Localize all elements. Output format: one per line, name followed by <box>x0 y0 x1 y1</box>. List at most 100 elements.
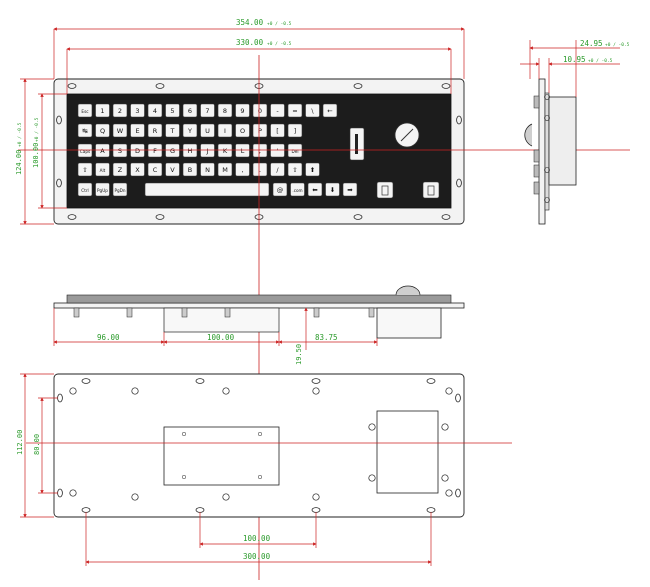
key-space-bar <box>144 182 270 197</box>
key-label: J <box>206 147 209 155</box>
key-label: 2 <box>118 107 122 115</box>
key-label: U <box>205 127 210 135</box>
key-label: ] <box>294 127 297 135</box>
key-label: B <box>188 166 192 174</box>
key-label: ⇧ <box>82 166 87 174</box>
back-view: 112.00 80.00 100.00 300.00 <box>16 373 512 566</box>
key-label: F <box>153 147 157 155</box>
key-cap <box>165 123 180 138</box>
key-cap <box>182 103 198 118</box>
dim-back-overall-height: 112.00 <box>16 430 24 455</box>
key-label: G <box>170 147 175 155</box>
key-label: Caps <box>80 149 90 154</box>
top-housing-box <box>163 307 280 333</box>
key-cap <box>165 162 180 177</box>
side-housing <box>548 96 577 186</box>
key-cap <box>252 162 268 177</box>
dim-depth-front: 10.95 <box>563 55 586 64</box>
key-cap <box>112 162 128 177</box>
key-cap <box>130 103 145 118</box>
dim-top-left-offset: 96.00 <box>97 333 120 342</box>
top-keys-profile <box>66 294 452 304</box>
side-panel-edge <box>544 92 550 211</box>
key-cap <box>305 103 320 118</box>
top-trackball-dome <box>395 285 421 296</box>
key-label: - <box>276 107 279 115</box>
dim-back-hole-span-total: 300.00 <box>243 552 271 561</box>
key-cap <box>77 103 93 118</box>
key-cap <box>235 123 250 138</box>
key-cap <box>307 182 323 197</box>
back-plate <box>53 373 465 518</box>
dim-overall-width-tol: +0 / -0.5 <box>267 21 292 27</box>
key-label: 7 <box>205 107 209 115</box>
top-view: 96.00 100.00 83.75 19.50 <box>53 285 465 365</box>
side-plate <box>538 78 546 225</box>
dim-top-vertical-offset: 19.50 <box>295 344 303 365</box>
key-label: P <box>258 127 262 135</box>
key-cap <box>130 143 145 158</box>
side-view: 24.95 +0 / -0.5 10.95 +0 / -0.5 <box>520 39 630 225</box>
key-label: 8 <box>223 107 227 115</box>
dim-depth-total: 24.95 <box>580 39 603 48</box>
key-label: ' <box>277 147 279 155</box>
key-cap <box>272 182 288 197</box>
key-label: 3 <box>135 107 139 115</box>
key-label: ↹ <box>82 127 87 135</box>
key-label: = <box>292 107 297 115</box>
key-cap <box>95 143 110 158</box>
key-cap <box>342 182 358 197</box>
key-cap <box>182 143 198 158</box>
back-trackball-box <box>376 410 439 494</box>
key-cap <box>147 143 163 158</box>
dim-inner-width: 330.00 <box>236 38 264 47</box>
side-dimensions <box>520 40 620 97</box>
key-label: 1 <box>100 107 104 115</box>
key-label: V <box>170 166 175 174</box>
key-cap <box>217 143 233 158</box>
key-cap <box>112 123 128 138</box>
key-label: @ <box>277 186 284 194</box>
key-cap <box>217 123 233 138</box>
side-studs <box>544 94 550 203</box>
key-cap <box>182 123 198 138</box>
key-cap <box>217 162 233 177</box>
side-key-profiles <box>533 95 540 195</box>
key-cap <box>130 123 145 138</box>
key-cap <box>95 103 110 118</box>
key-label: X <box>135 166 140 174</box>
dim-inner-width-tol: +0 / -0.5 <box>267 41 292 47</box>
dim-depth-front-tol: +0 / -0.5 <box>588 58 613 64</box>
key-cap <box>322 103 338 118</box>
top-trackball-housing <box>376 307 442 339</box>
key-cap <box>147 162 163 177</box>
top-dimensions <box>53 307 378 350</box>
key-label: Q <box>100 127 105 135</box>
key-cap <box>270 162 285 177</box>
key-label: , <box>241 166 243 174</box>
back-dimensions <box>20 373 432 566</box>
key-cap <box>325 182 340 197</box>
key-label: C <box>153 166 158 174</box>
key-cap <box>287 143 303 158</box>
key-cap <box>112 182 128 197</box>
front-dimensions <box>20 27 465 225</box>
key-label: A <box>100 147 105 155</box>
key-cap <box>77 182 93 197</box>
key-label: 0 <box>258 107 262 115</box>
key-label: N <box>205 166 210 174</box>
key-label: ; <box>259 147 261 155</box>
key-label: ← <box>327 107 333 115</box>
key-label: Ctrl <box>81 188 88 193</box>
key-label: S <box>118 147 122 155</box>
key-cap <box>200 103 215 118</box>
key-cap <box>95 182 110 197</box>
key-cap <box>290 182 305 197</box>
key-cap <box>200 123 215 138</box>
key-cap <box>305 162 320 177</box>
key-label: W <box>117 127 124 135</box>
key-cap <box>200 143 215 158</box>
key-cap <box>130 162 145 177</box>
key-label: L <box>241 147 245 155</box>
